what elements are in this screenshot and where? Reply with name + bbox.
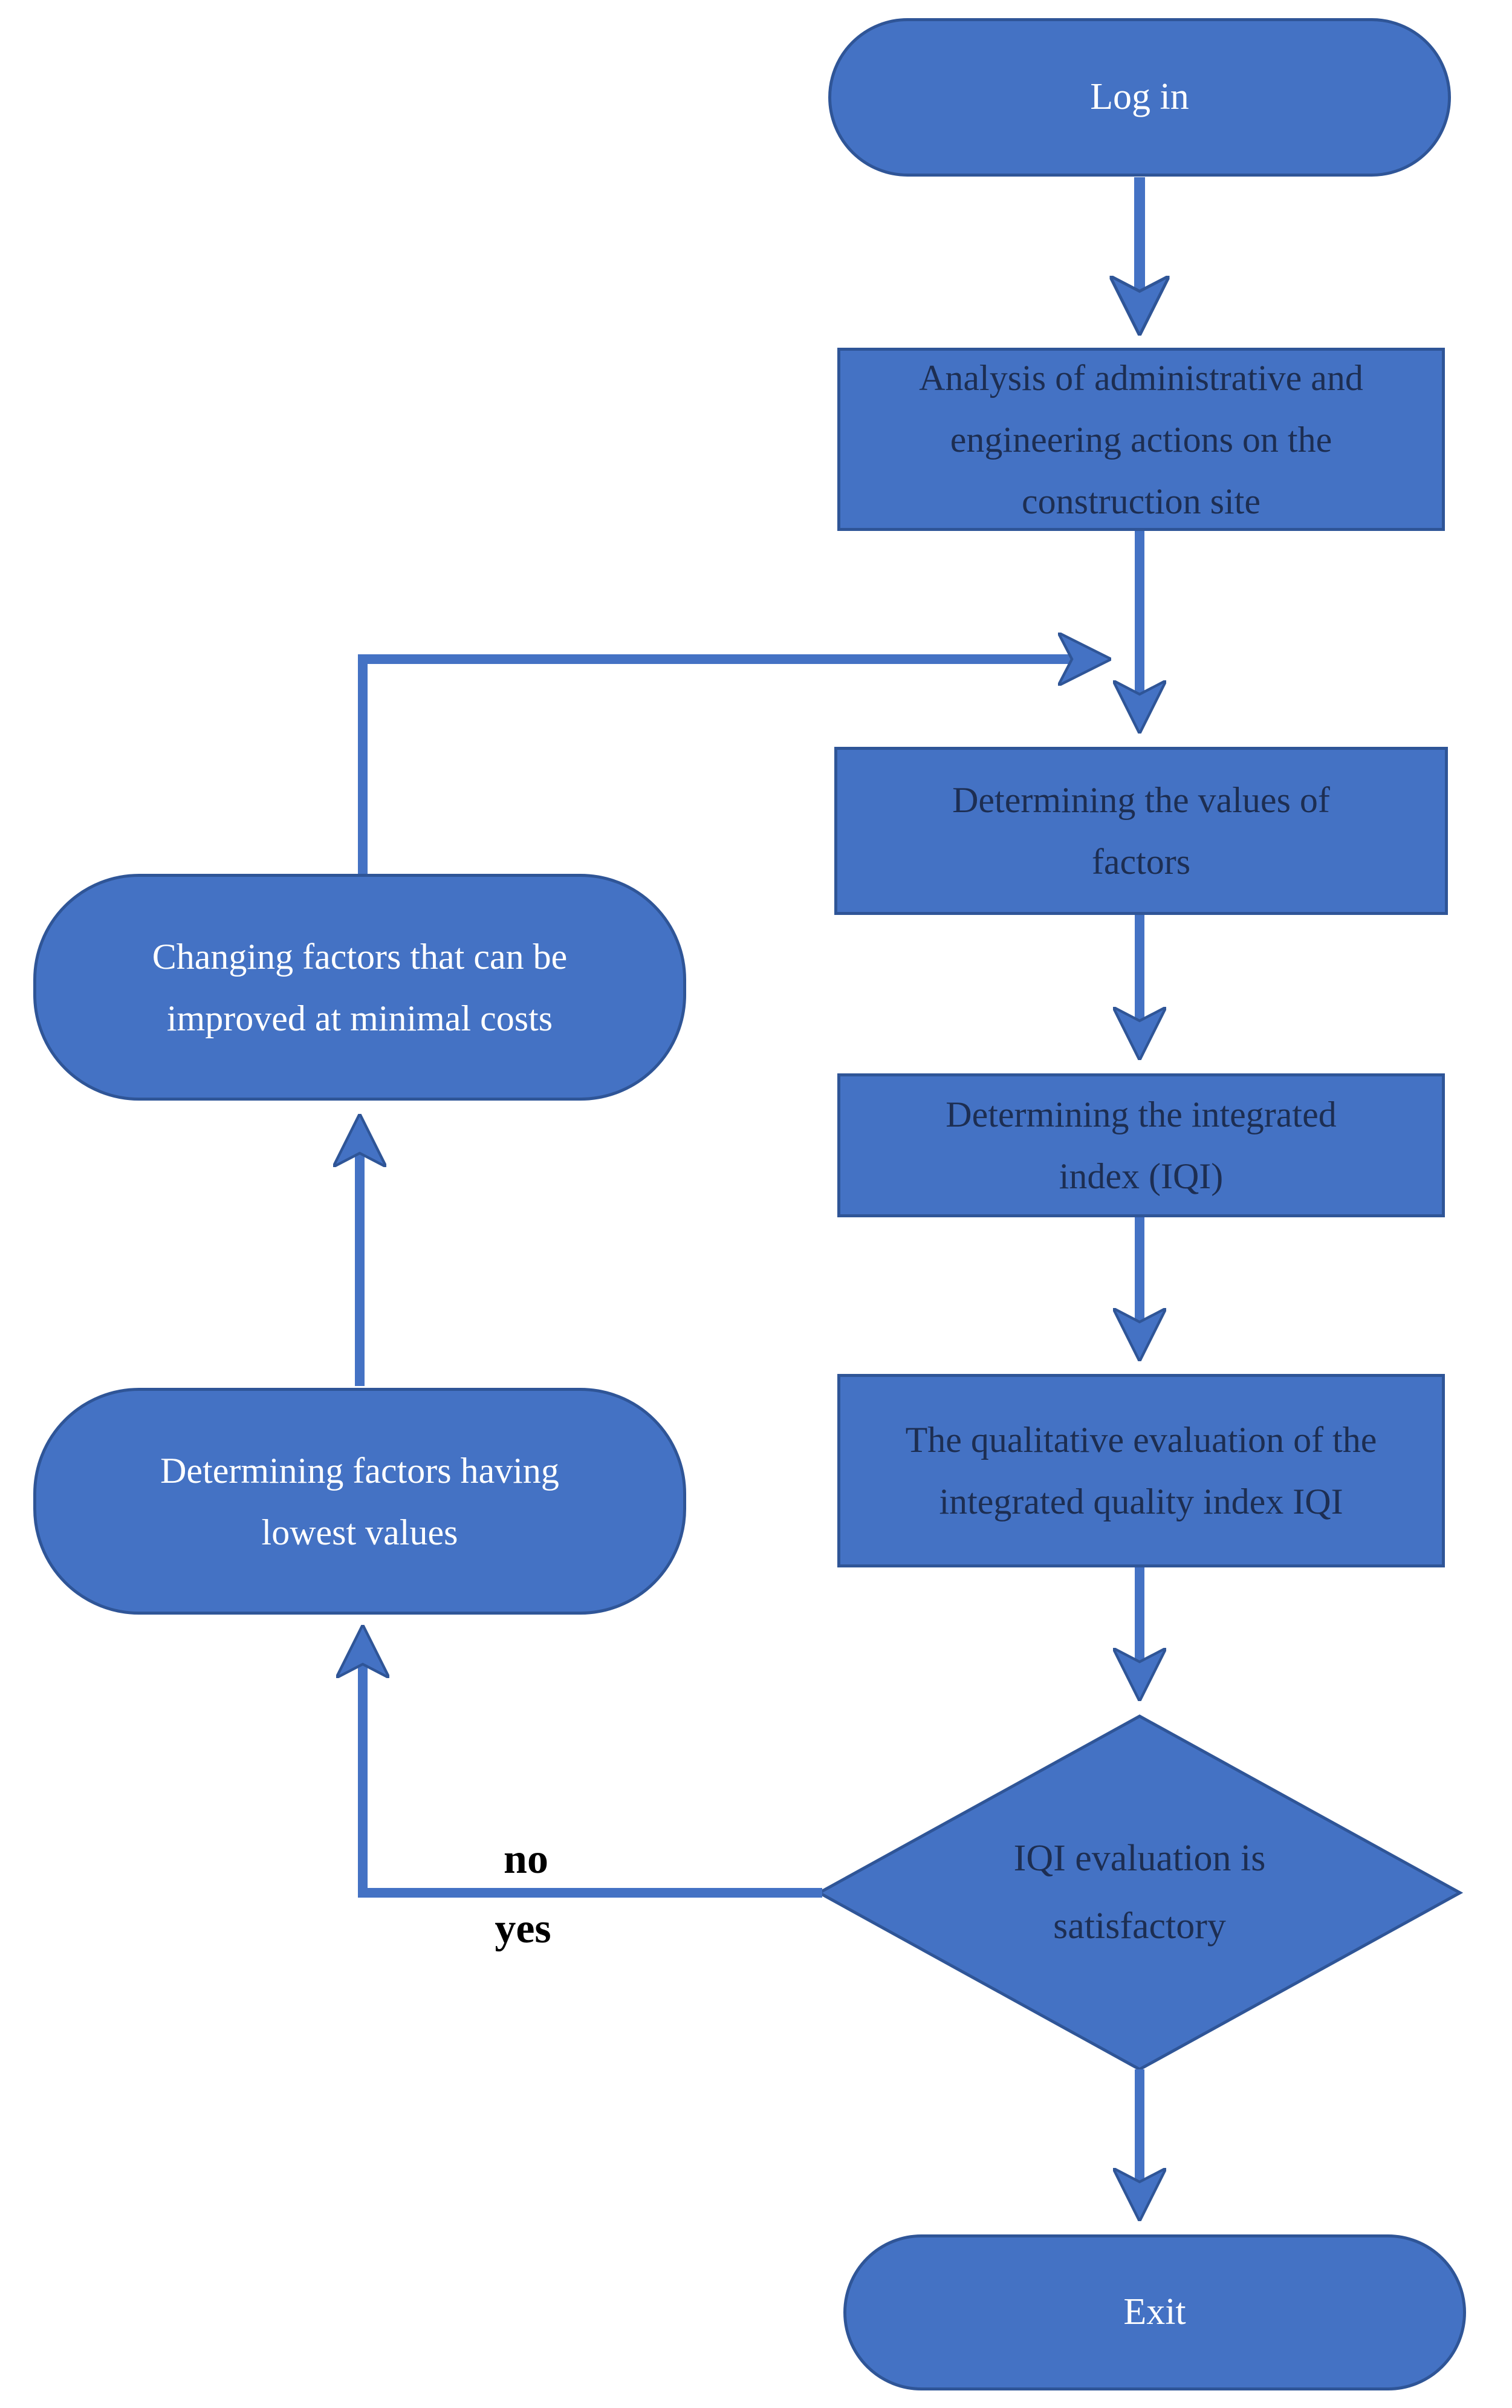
edge-label-yes: yes xyxy=(495,1905,551,1952)
node-log-in: Log in xyxy=(828,18,1451,177)
node-determining-values-label: Determining the values of factors xyxy=(952,780,1330,882)
node-exit: Exit xyxy=(843,2234,1466,2390)
node-changing-factors: Changing factors that can be improved at… xyxy=(33,874,686,1101)
node-decision-label: IQI evaluation is satisfactory xyxy=(1013,1838,1266,1947)
node-decision: IQI evaluation is satisfactory xyxy=(868,1802,1412,1983)
node-qualitative-evaluation-label: The qualitative evaluation of the integr… xyxy=(905,1420,1377,1521)
node-log-in-label: Log in xyxy=(1090,76,1189,118)
edge-label-no: no xyxy=(504,1836,548,1882)
node-integrated-index-label: Determining the integrated index (IQI) xyxy=(946,1095,1337,1196)
node-integrated-index: Determining the integrated index (IQI) xyxy=(837,1073,1445,1217)
node-qualitative-evaluation: The qualitative evaluation of the integr… xyxy=(837,1374,1445,1567)
node-determining-values: Determining the values of factors xyxy=(834,747,1448,915)
node-lowest-factors-label: Determining factors having lowest values xyxy=(160,1450,559,1552)
node-exit-label: Exit xyxy=(1123,2291,1186,2333)
node-changing-factors-label: Changing factors that can be improved at… xyxy=(152,936,568,1038)
node-analysis-label: Analysis of administrative and engineeri… xyxy=(919,357,1363,521)
node-analysis: Analysis of administrative and engineeri… xyxy=(837,348,1445,531)
edge-decision-lowest xyxy=(363,1633,822,1898)
node-lowest-factors: Determining factors having lowest values xyxy=(33,1388,686,1615)
edge-changing-values-feedback xyxy=(358,659,1103,875)
